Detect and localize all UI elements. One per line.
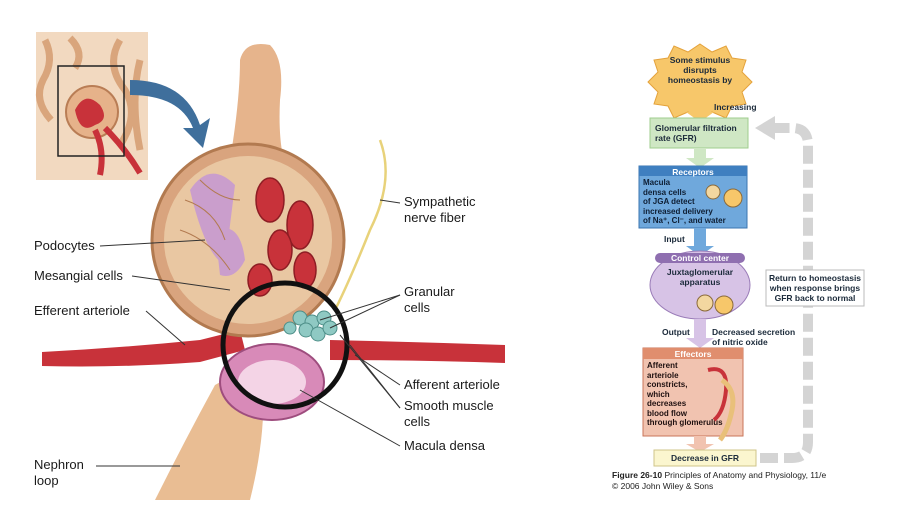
effectors-text: Afferent arteriole constricts, which dec… [647,361,723,428]
input-label: Input [664,234,685,244]
control-text: Juxtaglomerular apparatus [655,267,745,287]
figure-caption: Figure 26-10 Principles of Anatomy and P… [612,470,826,480]
label-smooth-muscle-1: Smooth muscle [404,398,494,413]
gfr-line-1: Glomerular filtration [655,123,737,133]
zoom-arrow [130,80,210,148]
control-title: Control center [670,253,730,263]
inset-kidney-thumbnail [35,32,148,180]
output-label: Output [662,327,690,337]
copyright: © 2006 John Wiley & Sons [612,481,714,491]
efferent-arteriole-vessel [42,330,245,367]
receptors-line-5: of Na⁺, Cl⁻, and water [643,216,726,225]
effectors-line-1: Afferent [647,361,678,370]
receptors-line-4: increased delivery [643,206,713,216]
effectors-line-5: decreases [647,399,687,408]
decreased-line-1: Decreased secretion [712,327,796,337]
return-text: Return to homeostasis when response brin… [766,273,864,303]
receptors-line-3: of JGA detect [643,197,695,206]
stimulus-line-2: disrupts [683,65,717,75]
decreased-line-2: of nitric oxide [712,337,768,347]
increasing-label: Increasing [714,102,757,112]
gfr-line-2: rate (GFR) [655,133,697,143]
label-granular-2: cells [404,300,431,315]
receptors-line-1: Macula [643,178,671,187]
effectors-line-6: blood flow [647,408,687,418]
label-nephron-loop-1: Nephron [34,457,84,472]
gfr-box [649,117,749,149]
capillary-loops [247,177,317,297]
label-sympathetic-2: nerve fiber [404,210,466,225]
figure-source: Principles of Anatomy and Physiology, 11… [664,470,827,480]
effectors-line-3: constricts, [647,380,688,389]
label-mesangial-cells: Mesangial cells [34,268,123,283]
figure-number: Figure 26-10 [612,470,663,480]
return-line-2: when response brings [769,283,861,293]
afferent-arteriole-vessel [330,340,505,363]
receptors-title: Receptors [672,167,714,177]
receptors-line-2: densa cells [643,187,687,197]
jga-highlight-circle [220,280,350,410]
effectors-line-4: which [647,389,670,399]
label-afferent-arteriole: Afferent arteriole [404,377,500,392]
stimulus-line-3: homeostasis by [667,75,733,85]
return-line-3: GFR back to normal [774,293,856,303]
decrease-gfr-box [653,449,757,467]
gfr-text: Glomerular filtration rate (GFR) [655,123,737,143]
effectors-line-7: through glomerulus [647,418,723,427]
label-sympathetic-1: Sympathetic [404,194,476,209]
stimulus-line-1: Some stimulus [669,55,731,65]
return-box [765,269,865,307]
label-macula-densa: Macula densa [404,438,485,453]
label-nephron-loop-2: loop [34,473,59,488]
label-smooth-muscle-2: cells [404,414,431,429]
effectors-line-2: arteriole [647,370,679,380]
control-line-2: apparatus [679,277,721,287]
control-line-1: Juxtaglomerular [666,267,734,277]
effectors-title: Effectors [674,349,712,359]
decreased-secretion-text: Decreased secretion of nitric oxide [712,327,795,347]
label-efferent-arteriole: Efferent arteriole [34,303,130,318]
label-podocytes: Podocytes [34,238,95,253]
stimulus-text: Some stimulus disrupts homeostasis by [664,55,736,85]
label-granular-1: Granular [404,284,455,299]
sympathetic-nerve [333,139,387,311]
receptors-text: Macula densa cells of JGA detect increas… [643,178,726,226]
proximal-tubule [230,44,285,165]
granular-cells-cluster [283,310,338,342]
return-line-1: Return to homeostasis [768,273,862,283]
decrease-gfr-text: Decrease in GFR [670,453,740,463]
